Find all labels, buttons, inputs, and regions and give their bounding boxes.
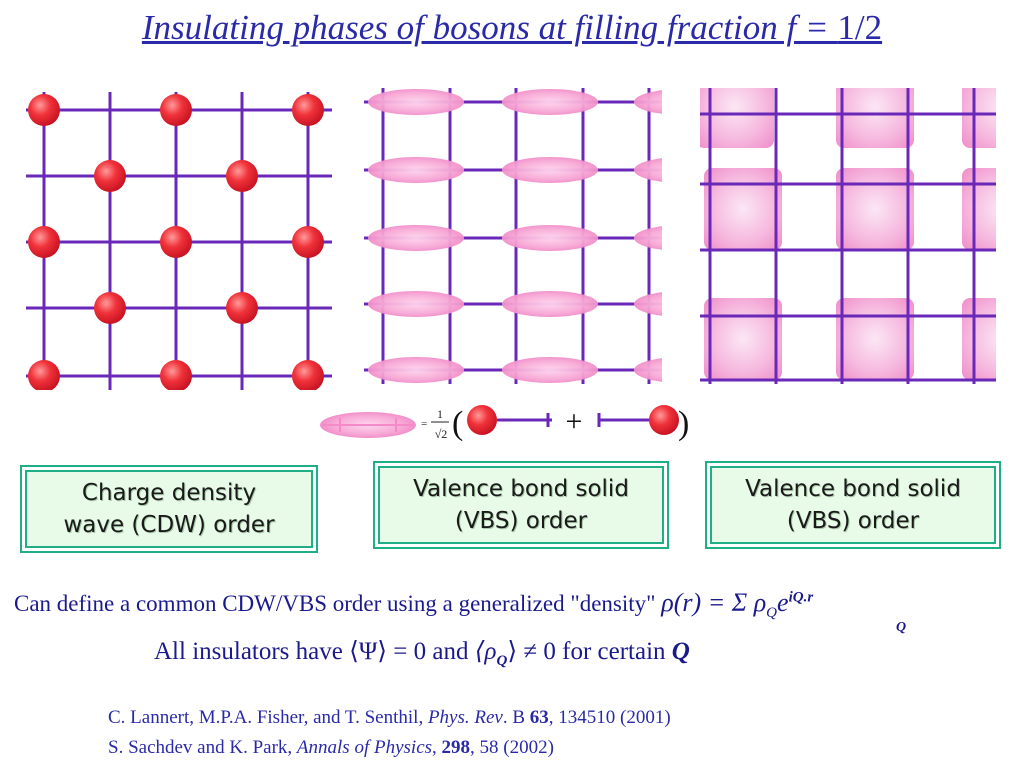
vbs-plaquette-label-box: Valence bond solid (VBS) order bbox=[705, 461, 1001, 549]
valence-bond bbox=[634, 158, 662, 182]
density-prefix: Can define a common CDW/VBS order using … bbox=[14, 591, 656, 616]
condition-q: Q bbox=[671, 638, 690, 665]
boson-site bbox=[292, 360, 324, 390]
boson-site bbox=[28, 360, 60, 390]
slide-title: Insulating phases of bosons at filling f… bbox=[0, 8, 1024, 48]
plaquette bbox=[836, 88, 914, 148]
title-fraction: 1/2 bbox=[837, 8, 883, 47]
valence-bond bbox=[368, 89, 464, 115]
valence-bond bbox=[634, 90, 662, 114]
vbs-columnar-lattice bbox=[364, 88, 662, 384]
cdw-label-line2: wave (CDW) order bbox=[63, 512, 275, 538]
valence-bond bbox=[634, 292, 662, 316]
boson-site bbox=[160, 360, 192, 390]
condition-and: and bbox=[432, 638, 469, 665]
vbs-plaquette-lattice bbox=[700, 88, 996, 384]
vbs-columnar-label-box: Valence bond solid (VBS) order bbox=[373, 461, 669, 549]
valence-bond bbox=[634, 358, 662, 382]
valence-bond bbox=[502, 225, 598, 251]
valence-bond bbox=[368, 357, 464, 383]
reference-1: C. Lannert, M.P.A. Fisher, and T. Senthi… bbox=[108, 707, 671, 728]
cdw-lattice bbox=[26, 92, 332, 390]
valence-bond bbox=[368, 291, 464, 317]
legend-equals: = bbox=[421, 418, 427, 430]
condition-prefix: All insulators have bbox=[154, 638, 343, 665]
density-formula: ρ(r) = Σ ρQeiQ.r bbox=[661, 588, 814, 622]
vbs-columnar-label-line1: Valence bond solid bbox=[413, 475, 629, 502]
valence-bond bbox=[502, 157, 598, 183]
legend-site-right bbox=[649, 405, 679, 435]
legend-plus: + bbox=[566, 405, 583, 438]
legend-open-paren: ( bbox=[452, 405, 463, 442]
legend-bond-ellipse bbox=[320, 412, 416, 438]
plaquette bbox=[962, 298, 996, 380]
boson-site bbox=[160, 226, 192, 258]
vbs-plaquette-label-line2: (VBS) order bbox=[786, 508, 920, 534]
boson-site bbox=[292, 94, 324, 126]
legend-denominator: √2 bbox=[435, 427, 448, 441]
density-definition: Can define a common CDW/VBS order using … bbox=[14, 588, 906, 635]
plaquette bbox=[962, 88, 996, 148]
boson-site bbox=[226, 160, 258, 192]
cdw-label-box: Charge density wave (CDW) order bbox=[20, 465, 318, 553]
valence-bond bbox=[368, 157, 464, 183]
boson-site bbox=[94, 160, 126, 192]
plaquette bbox=[700, 88, 774, 148]
vbs-columnar-label-line2: (VBS) order bbox=[454, 508, 588, 534]
legend-close-paren: ) bbox=[678, 405, 689, 442]
plaquette bbox=[704, 168, 782, 250]
title-text: Insulating phases of bosons at filling f… bbox=[141, 8, 838, 47]
valence-bond bbox=[502, 291, 598, 317]
boson-site bbox=[160, 94, 192, 126]
plaquette bbox=[704, 298, 782, 380]
cdw-label-line1: Charge density bbox=[81, 479, 257, 506]
bond-legend: = 1 √2 ( + ) bbox=[320, 405, 689, 442]
reference-2: S. Sachdev and K. Park, Annals of Physic… bbox=[108, 737, 554, 758]
legend-site-left bbox=[467, 405, 497, 435]
condition-suffix: for certain bbox=[562, 638, 666, 665]
valence-bond bbox=[368, 225, 464, 251]
boson-site bbox=[292, 226, 324, 258]
valence-bond bbox=[502, 357, 598, 383]
rho-q-expectation: ⟨ρQ⟩ ≠ 0 bbox=[474, 638, 556, 669]
insulator-condition: All insulators have ⟨Ψ⟩ = 0 and ⟨ρQ⟩ ≠ 0… bbox=[154, 636, 690, 670]
valence-bond bbox=[502, 89, 598, 115]
psi-expectation: ⟨Ψ⟩ = 0 bbox=[349, 638, 427, 665]
boson-site bbox=[94, 292, 126, 324]
legend-numerator: 1 bbox=[437, 407, 443, 421]
valence-bond bbox=[634, 226, 662, 250]
boson-site bbox=[226, 292, 258, 324]
sum-subscript: Q bbox=[896, 620, 907, 635]
plaquette bbox=[836, 298, 914, 380]
vbs-plaquette-label-line1: Valence bond solid bbox=[745, 475, 961, 502]
plaquette bbox=[836, 168, 914, 250]
plaquette bbox=[962, 168, 996, 250]
boson-site bbox=[28, 226, 60, 258]
boson-site bbox=[28, 94, 60, 126]
